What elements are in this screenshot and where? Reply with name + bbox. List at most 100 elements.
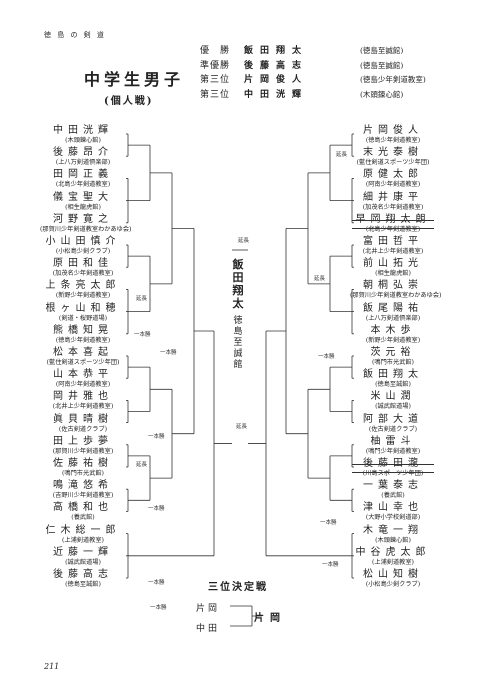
result-club: (徳島至誠館) — [360, 46, 404, 55]
left-entry: 高橋和也(養武館) — [40, 502, 126, 522]
champion-club: 徳島至誠館 — [226, 316, 250, 371]
right-entry: 津山幸也(大野小学校剣道部) — [350, 502, 436, 522]
entry-name: 原健太郎 — [363, 169, 423, 181]
champion-name-char: 飯 — [232, 258, 244, 271]
result-name: 後藤高志 — [244, 60, 309, 71]
entry-club: (藍住剣道スポーツ少年団) — [46, 359, 120, 366]
result-club: (徳島至誠館) — [360, 60, 404, 70]
left-entry: 田上歩夢(那賀川少年剣道教室) — [40, 436, 126, 456]
entry-club: (加茂名少年剣道教室) — [52, 270, 114, 278]
third-place-title: 三位決定戦 — [208, 582, 268, 593]
entry-club: (誠武館道場) — [375, 403, 411, 411]
right-entry: 飯田翔太(徳島至誠館) — [350, 369, 436, 389]
entry-name: 松山知樹 — [363, 569, 423, 580]
right-entry: 中谷虎太郎(上浦剣道教室) — [350, 547, 436, 567]
left-entry: 鳴滝悠希(吉野川少年剣道教室) — [40, 480, 126, 500]
right-entry: 松山知樹(小松島少剣クラブ) — [350, 569, 436, 589]
third-place-player-b: 中田 — [196, 624, 221, 634]
entry-club: (北井上少年剣道教室) — [52, 403, 114, 411]
entry-name: 高橋和也 — [53, 502, 113, 514]
entry-club: (剣道・桜野道場) — [58, 314, 108, 322]
left-entry: 岡井雅也(北井上少年剣道教室) — [40, 391, 126, 411]
entry-club: (養武館) — [71, 514, 95, 522]
entry-club: (木頭錬心館) — [65, 137, 101, 144]
champion-name-char: 翔 — [232, 284, 244, 297]
result-name: 中田洸輝 — [244, 89, 309, 100]
ippon-win-note: 一本勝 — [148, 506, 165, 512]
entry-club: (那賀川少年剣道教室) — [52, 447, 114, 455]
champion-club-char: 至 — [233, 338, 243, 348]
right-entry: 阿部大道(佐古剣道クラブ) — [350, 414, 436, 434]
entry-name: 早岡翔太朗 — [350, 214, 436, 226]
entry-name: 米山潤 — [370, 391, 416, 403]
entry-name: 佐藤祐樹 — [53, 458, 113, 469]
right-entry: 柚雷斗(鳴門少年剣道教室) — [350, 436, 436, 456]
left-entry: 田岡正義(北島少年剣道教室) — [40, 169, 126, 189]
extension-note: 延長 — [236, 424, 248, 430]
entry-name: 飯尾陽祐 — [363, 302, 423, 314]
result-club: (木頭錬心館) — [360, 89, 404, 99]
third-place-player-a: 片岡 — [196, 604, 221, 614]
left-entry: 眞貝晴樹(佐古剣道クラブ) — [40, 414, 126, 434]
champion-box: 飯田翔太 徳島至誠館 — [226, 258, 250, 371]
entry-club: (佐古剣道クラブ) — [368, 425, 418, 433]
extension-note: 延長 — [238, 238, 250, 244]
entry-name: 末光泰樹 — [363, 147, 423, 159]
result-row: 準優勝後藤高志(徳島至誠館) — [200, 59, 426, 74]
entry-name: 中田洸輝 — [53, 125, 113, 136]
left-entry: 小山田慎介(小松島少剣クラブ) — [40, 236, 126, 256]
results-summary: 優 勝飯田翔太(徳島至誠館) 準優勝後藤高志(徳島至誠館) 第三位片岡俊人(徳島… — [200, 44, 426, 102]
entry-club: (北島少年剣道教室) — [55, 181, 111, 189]
entry-name: 鳴滝悠希 — [53, 480, 113, 492]
entry-club: (阿南少年剣道教室) — [55, 381, 111, 389]
entry-club: (徳島至誠館) — [375, 381, 411, 389]
entry-name: 後藤田瀧 — [350, 458, 436, 470]
entry-club: (北井上少年剣道教室) — [362, 248, 424, 255]
entry-club: (上浦剣道教室) — [372, 558, 414, 566]
entry-club: (小松島少剣クラブ) — [365, 581, 421, 588]
entry-name: 熊橋知晃 — [53, 324, 113, 336]
entry-club: (川島スポーツ少年団) — [362, 470, 424, 477]
champion-club-char: 誠 — [233, 349, 243, 359]
champion-name: 飯田翔太 — [226, 258, 250, 310]
entry-name: 阿部大道 — [363, 413, 423, 425]
entry-club: (藍住剣道スポーツ少年団) — [356, 159, 430, 167]
entry-name: 眞貝晴樹 — [53, 413, 113, 425]
entry-name: 朝桐弘崇 — [363, 280, 423, 292]
page-title: 中学生男子 — [84, 70, 185, 89]
entry-club: (那賀川少年剣道教室わかあゆ会) — [40, 225, 132, 233]
left-entry: 儀宝聖大(相生龍虎館) — [40, 192, 126, 212]
entry-club: (吉野川少年剣道教室) — [52, 492, 114, 500]
left-entry: 根ヶ山和穂(剣道・桜野道場) — [40, 303, 126, 323]
entry-name: 中谷虎太郎 — [355, 546, 431, 558]
left-entry: 山本恭平(阿南少年剣道教室) — [40, 369, 126, 389]
strike-line — [352, 227, 434, 229]
entry-club: (鳴門市光武館) — [372, 359, 414, 366]
ippon-win-note: 一本勝 — [148, 580, 165, 586]
extension-note: 延長 — [136, 296, 148, 302]
book-header: 徳 島 の 剣 道 — [44, 31, 106, 39]
result-name: 飯田翔太 — [244, 46, 309, 56]
entry-club: (新野少年剣道教室) — [55, 292, 111, 300]
left-entry: 後藤昂介(上八万剣道倶楽部) — [40, 147, 126, 167]
entry-club: (木頭錬心館) — [375, 536, 411, 544]
entry-club: (那賀川少年剣道教室わかあゆ会) — [350, 292, 442, 300]
result-rank: 第三位 — [200, 75, 231, 85]
right-entry: 末光泰樹(藍住剣道スポーツ少年団) — [350, 147, 436, 167]
entry-club: (加茂名少年剣道教室) — [362, 203, 424, 211]
strike-line — [352, 219, 434, 221]
entry-club: (佐古剣道クラブ) — [58, 425, 108, 433]
extension-note: 延長 — [136, 462, 148, 468]
entry-name: 津山幸也 — [363, 502, 423, 514]
entry-club: (徳島少年剣道教室) — [365, 137, 421, 144]
entry-name: 前山拓光 — [363, 258, 423, 270]
entry-club: (鳴門市光武館) — [62, 470, 104, 477]
page-number: 211 — [44, 662, 60, 671]
entry-name: 仁木総一郎 — [45, 524, 121, 536]
entry-club: (北島少年剣道教室) — [365, 225, 421, 233]
page-subtitle: (個人戦) — [104, 96, 154, 107]
result-rank: 優 勝 — [200, 46, 231, 56]
left-entry: 佐藤祐樹(鳴門市光武館) — [40, 458, 126, 478]
ippon-win-note: 一本勝 — [322, 562, 339, 568]
